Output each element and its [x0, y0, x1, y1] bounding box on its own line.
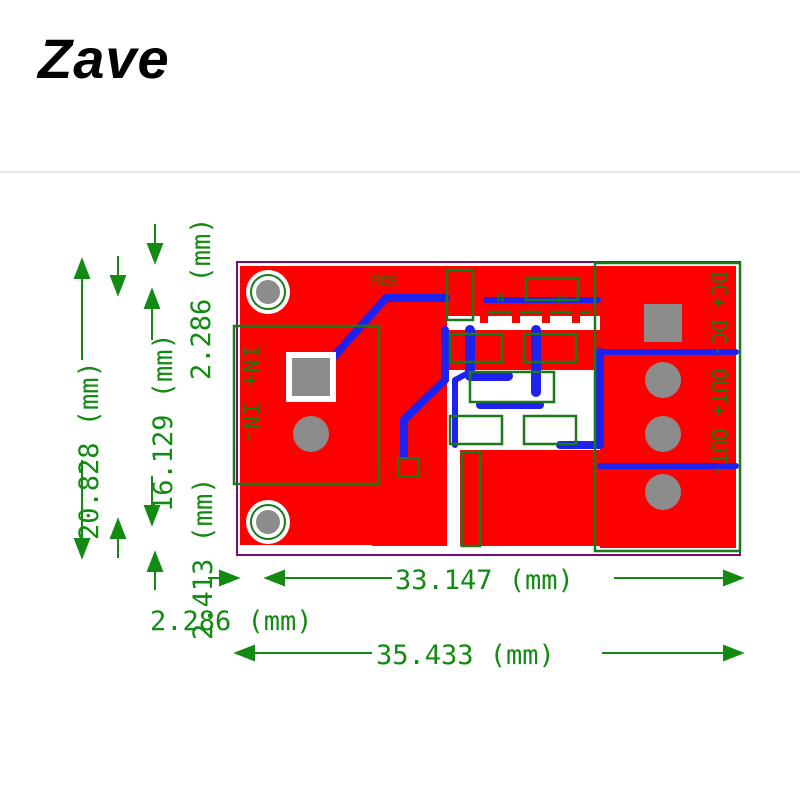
dim-bottom-offset: 2.413 (mm): [188, 477, 219, 640]
dim-total-height: 20.828 (mm): [74, 361, 105, 540]
dim-top-offset: 2.286 (mm): [186, 217, 217, 380]
pads: [246, 270, 682, 544]
dim-inner-height: 16.129 (mm): [148, 333, 179, 512]
silkscreen: [232, 261, 742, 553]
silk-label-n: N: [497, 291, 504, 305]
silk-label-p: P: [557, 293, 564, 307]
brand-logo: Zave: [38, 27, 170, 90]
silk-label-out: DC+ DC- OUT+ OUT-: [707, 272, 731, 477]
dim-edge-offset-x: 2.286 (mm): [150, 606, 313, 637]
dimension-labels: 35.433 (mm) 33.147 (mm) 2.286 (mm) 20.82…: [74, 217, 574, 671]
dim-total-width: 35.433 (mm): [376, 640, 555, 671]
silk-label-in: IN+ IN-: [237, 345, 262, 445]
silk-label-mos: MOS: [372, 274, 397, 290]
header-divider: [0, 171, 800, 173]
dimension-lines: [73, 224, 745, 662]
dim-inner-width: 33.147 (mm): [395, 565, 574, 596]
ic-pins: [480, 270, 580, 323]
